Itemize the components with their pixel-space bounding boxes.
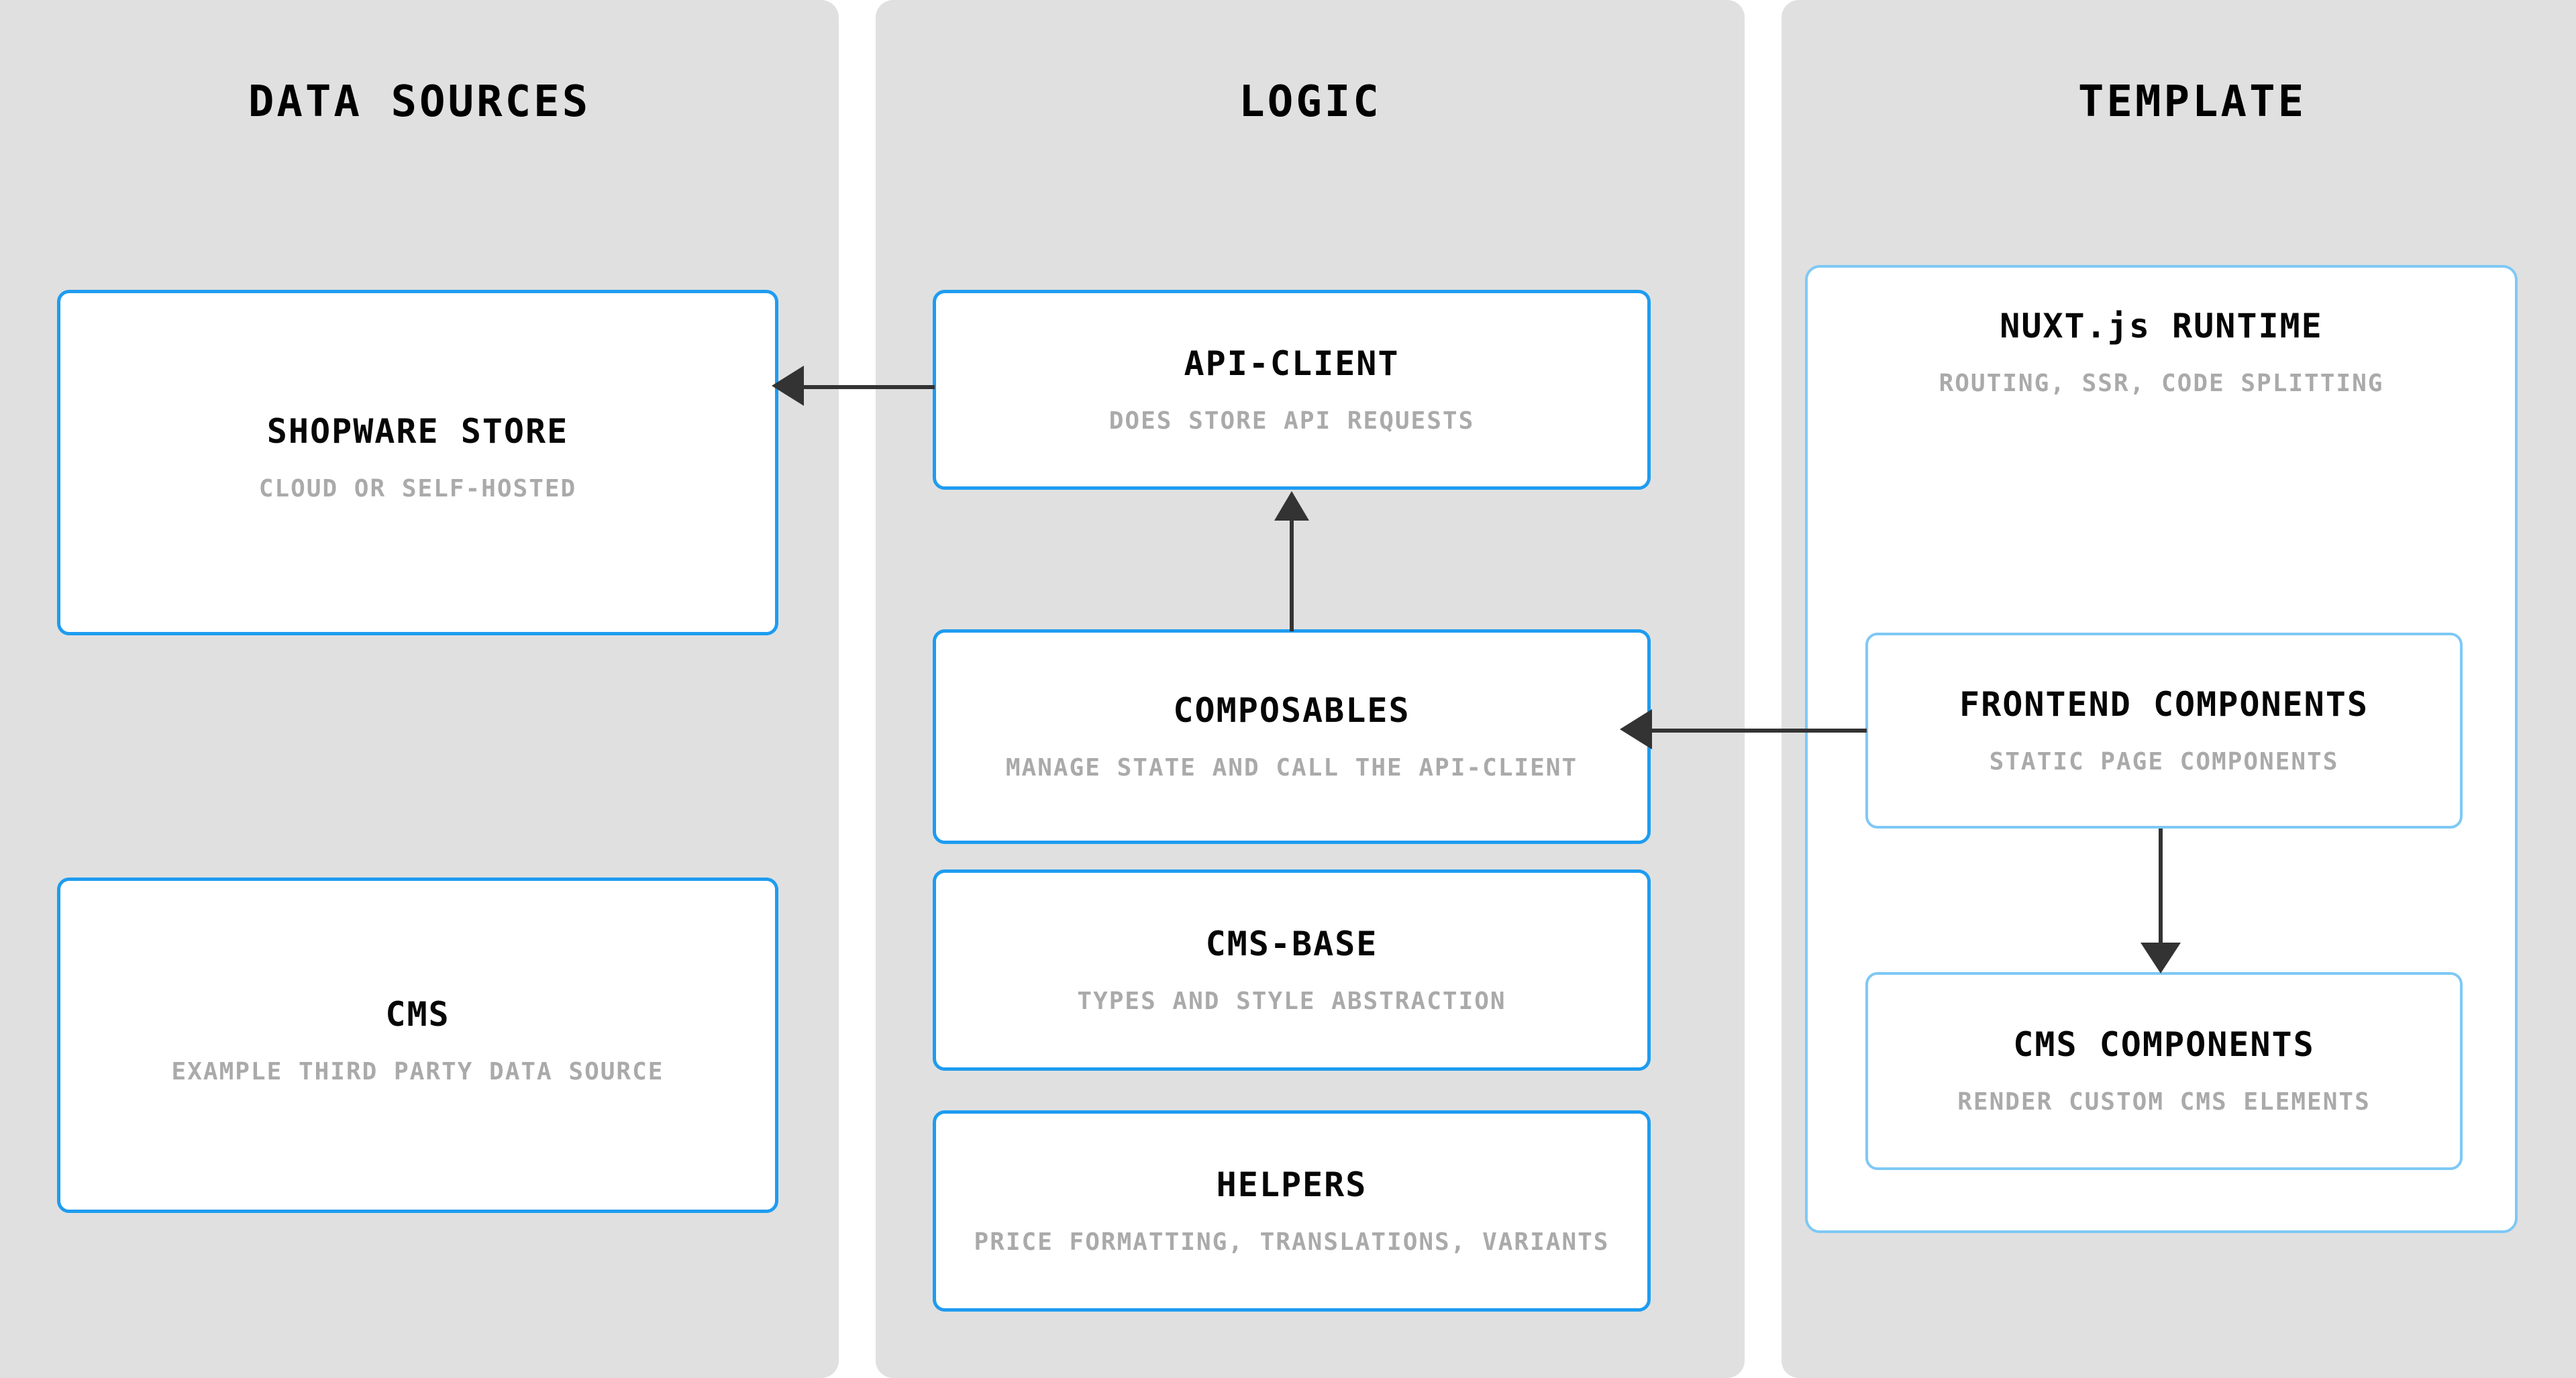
arrowhead-left-icon-apiclient-to-shopware (772, 366, 804, 406)
node-shopware-store[interactable]: SHOPWARE STORE CLOUD OR SELF-HOSTED (57, 290, 778, 635)
node-composables[interactable]: COMPOSABLES MANAGE STATE AND CALL THE AP… (933, 629, 1651, 844)
node-subtitle-api-client: DOES STORE API REQUESTS (1109, 407, 1475, 435)
arrowhead-left-icon-frontend-to-composables (1620, 709, 1652, 749)
node-subtitle-cms: EXAMPLE THIRD PARTY DATA SOURCE (171, 1057, 664, 1085)
node-subtitle-frontend-components: STATIC PAGE COMPONENTS (1989, 747, 2339, 776)
connector-line-frontend-to-cmscomponents (2159, 829, 2163, 948)
arrowhead-up-icon-composables-to-apiclient (1274, 491, 1309, 521)
node-cms-components[interactable]: CMS COMPONENTS RENDER CUSTOM CMS ELEMENT… (1865, 972, 2463, 1170)
arrowhead-down-icon-frontend-to-cmscomponents (2141, 943, 2181, 973)
node-subtitle-cms-components: RENDER CUSTOM CMS ELEMENTS (1957, 1088, 2371, 1116)
node-cms-base[interactable]: CMS-BASE TYPES AND STYLE ABSTRACTION (933, 869, 1651, 1071)
node-subtitle-shopware-store: CLOUD OR SELF-HOSTED (258, 475, 577, 503)
node-subtitle-nuxt-runtime: ROUTING, SSR, CODE SPLITTING (1939, 370, 2384, 397)
node-title-composables: COMPOSABLES (1173, 690, 1410, 730)
node-title-cms-base: CMS-BASE (1205, 924, 1378, 963)
node-subtitle-composables: MANAGE STATE AND CALL THE API-CLIENT (1005, 753, 1578, 782)
node-cms[interactable]: CMS EXAMPLE THIRD PARTY DATA SOURCE (57, 878, 778, 1213)
node-title-shopware-store: SHOPWARE STORE (266, 412, 569, 452)
node-subtitle-cms-base: TYPES AND STYLE ABSTRACTION (1077, 987, 1506, 1015)
node-title-cms-components: CMS COMPONENTS (2013, 1025, 2315, 1065)
node-title-api-client: API-CLIENT (1184, 343, 1400, 383)
node-api-client[interactable]: API-CLIENT DOES STORE API REQUESTS (933, 290, 1651, 490)
node-title-helpers: HELPERS (1216, 1165, 1368, 1204)
column-title-data-sources: DATA SOURCES (248, 77, 591, 127)
connector-line-apiclient-to-shopware (804, 385, 935, 389)
node-frontend-components[interactable]: FRONTEND COMPONENTS STATIC PAGE COMPONEN… (1865, 633, 2463, 829)
column-title-template: TEMPLATE (2077, 77, 2307, 127)
node-subtitle-helpers: PRICE FORMATTING, TRANSLATIONS, VARIANTS (974, 1228, 1610, 1256)
connector-line-frontend-to-composables (1652, 729, 1867, 733)
node-helpers[interactable]: HELPERS PRICE FORMATTING, TRANSLATIONS, … (933, 1110, 1651, 1312)
node-title-nuxt-runtime: NUXT.js RUNTIME (2000, 307, 2323, 346)
node-title-cms: CMS (385, 994, 450, 1034)
connector-line-composables-to-apiclient (1290, 519, 1294, 631)
column-title-logic: LOGIC (1239, 77, 1382, 127)
node-title-frontend-components: FRONTEND COMPONENTS (1959, 684, 2369, 724)
